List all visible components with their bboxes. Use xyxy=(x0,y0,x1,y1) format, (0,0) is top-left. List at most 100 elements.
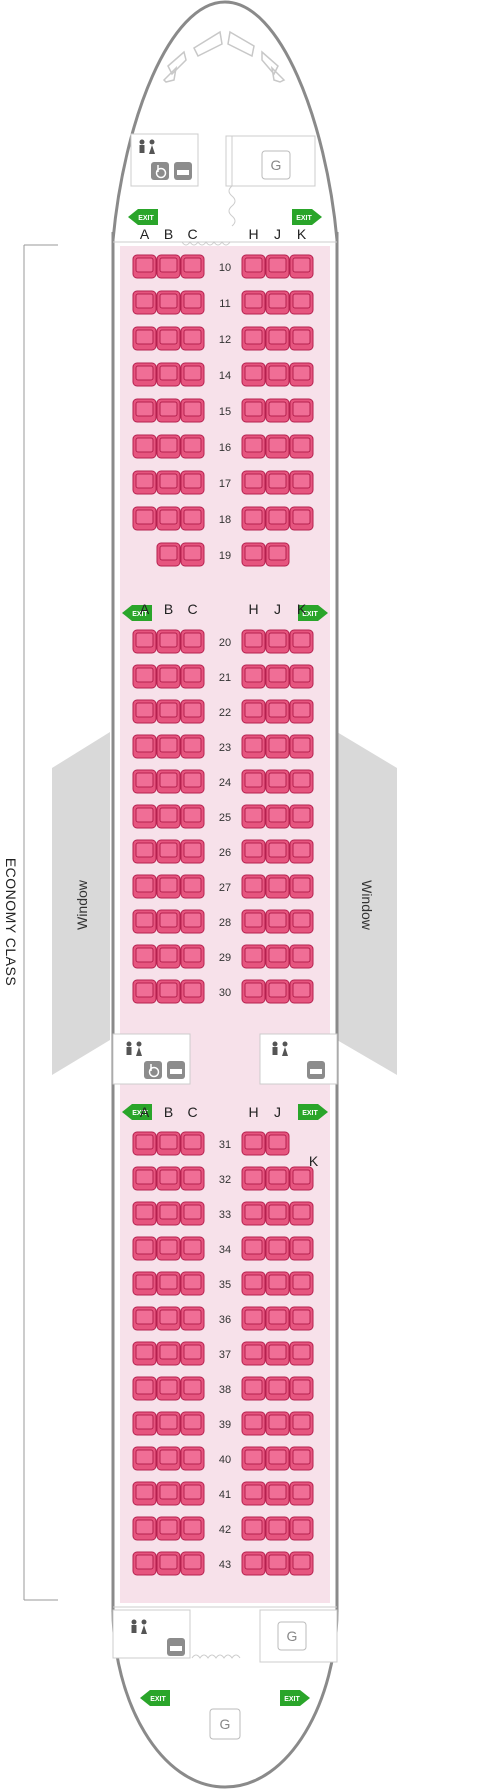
seat-33A[interactable] xyxy=(132,1201,157,1226)
seat-43K[interactable] xyxy=(289,1551,314,1576)
seat-40J[interactable] xyxy=(265,1446,290,1471)
seat-30C[interactable] xyxy=(180,979,205,1004)
seat-35J[interactable] xyxy=(265,1271,290,1296)
seat-10K[interactable] xyxy=(289,254,314,279)
seat-32A[interactable] xyxy=(132,1166,157,1191)
seat-23H[interactable] xyxy=(241,734,266,759)
seat-25C[interactable] xyxy=(180,804,205,829)
seat-14C[interactable] xyxy=(180,362,205,387)
seat-39C[interactable] xyxy=(180,1411,205,1436)
seat-29A[interactable] xyxy=(132,944,157,969)
seat-31H[interactable] xyxy=(241,1131,266,1156)
seat-38C[interactable] xyxy=(180,1376,205,1401)
seat-38A[interactable] xyxy=(132,1376,157,1401)
seat-33B[interactable] xyxy=(156,1201,181,1226)
seat-40K[interactable] xyxy=(289,1446,314,1471)
seat-42K[interactable] xyxy=(289,1516,314,1541)
seat-26J[interactable] xyxy=(265,839,290,864)
seat-25K[interactable] xyxy=(289,804,314,829)
seat-35C[interactable] xyxy=(180,1271,205,1296)
seat-12B[interactable] xyxy=(156,326,181,351)
seat-10C[interactable] xyxy=(180,254,205,279)
seat-37C[interactable] xyxy=(180,1341,205,1366)
seat-28B[interactable] xyxy=(156,909,181,934)
seat-28K[interactable] xyxy=(289,909,314,934)
seat-29K[interactable] xyxy=(289,944,314,969)
seat-36C[interactable] xyxy=(180,1306,205,1331)
seat-38J[interactable] xyxy=(265,1376,290,1401)
seat-17K[interactable] xyxy=(289,470,314,495)
seat-32C[interactable] xyxy=(180,1166,205,1191)
seat-23C[interactable] xyxy=(180,734,205,759)
seat-26A[interactable] xyxy=(132,839,157,864)
seat-43A[interactable] xyxy=(132,1551,157,1576)
seat-11H[interactable] xyxy=(241,290,266,315)
seat-11K[interactable] xyxy=(289,290,314,315)
seat-10A[interactable] xyxy=(132,254,157,279)
seat-36J[interactable] xyxy=(265,1306,290,1331)
seat-37K[interactable] xyxy=(289,1341,314,1366)
seat-34H[interactable] xyxy=(241,1236,266,1261)
seat-30J[interactable] xyxy=(265,979,290,1004)
seat-25H[interactable] xyxy=(241,804,266,829)
seat-19B[interactable] xyxy=(156,542,181,567)
seat-27K[interactable] xyxy=(289,874,314,899)
seat-34B[interactable] xyxy=(156,1236,181,1261)
seat-12A[interactable] xyxy=(132,326,157,351)
seat-15C[interactable] xyxy=(180,398,205,423)
seat-18H[interactable] xyxy=(241,506,266,531)
seat-26K[interactable] xyxy=(289,839,314,864)
seat-22A[interactable] xyxy=(132,699,157,724)
seat-17H[interactable] xyxy=(241,470,266,495)
seat-36B[interactable] xyxy=(156,1306,181,1331)
seat-20J[interactable] xyxy=(265,629,290,654)
seat-30B[interactable] xyxy=(156,979,181,1004)
seat-34A[interactable] xyxy=(132,1236,157,1261)
seat-10J[interactable] xyxy=(265,254,290,279)
seat-42A[interactable] xyxy=(132,1516,157,1541)
seat-35K[interactable] xyxy=(289,1271,314,1296)
seat-31B[interactable] xyxy=(156,1131,181,1156)
seat-16C[interactable] xyxy=(180,434,205,459)
seat-24C[interactable] xyxy=(180,769,205,794)
seat-25J[interactable] xyxy=(265,804,290,829)
seat-16K[interactable] xyxy=(289,434,314,459)
seat-18C[interactable] xyxy=(180,506,205,531)
seat-14B[interactable] xyxy=(156,362,181,387)
seat-18J[interactable] xyxy=(265,506,290,531)
seat-10B[interactable] xyxy=(156,254,181,279)
seat-26H[interactable] xyxy=(241,839,266,864)
seat-25A[interactable] xyxy=(132,804,157,829)
seat-22J[interactable] xyxy=(265,699,290,724)
seat-34K[interactable] xyxy=(289,1236,314,1261)
seat-39B[interactable] xyxy=(156,1411,181,1436)
seat-37H[interactable] xyxy=(241,1341,266,1366)
seat-30A[interactable] xyxy=(132,979,157,1004)
seat-41H[interactable] xyxy=(241,1481,266,1506)
seat-34C[interactable] xyxy=(180,1236,205,1261)
seat-33C[interactable] xyxy=(180,1201,205,1226)
seat-42J[interactable] xyxy=(265,1516,290,1541)
seat-16J[interactable] xyxy=(265,434,290,459)
seat-35H[interactable] xyxy=(241,1271,266,1296)
seat-14K[interactable] xyxy=(289,362,314,387)
seat-32B[interactable] xyxy=(156,1166,181,1191)
seat-41B[interactable] xyxy=(156,1481,181,1506)
seat-12H[interactable] xyxy=(241,326,266,351)
seat-29C[interactable] xyxy=(180,944,205,969)
seat-28C[interactable] xyxy=(180,909,205,934)
seat-31C[interactable] xyxy=(180,1131,205,1156)
seat-17C[interactable] xyxy=(180,470,205,495)
seat-23A[interactable] xyxy=(132,734,157,759)
seat-39J[interactable] xyxy=(265,1411,290,1436)
seat-35A[interactable] xyxy=(132,1271,157,1296)
seat-11A[interactable] xyxy=(132,290,157,315)
seat-32K[interactable] xyxy=(289,1166,314,1191)
seat-43B[interactable] xyxy=(156,1551,181,1576)
seat-19C[interactable] xyxy=(180,542,205,567)
seat-42B[interactable] xyxy=(156,1516,181,1541)
seat-15A[interactable] xyxy=(132,398,157,423)
seat-41K[interactable] xyxy=(289,1481,314,1506)
seat-28H[interactable] xyxy=(241,909,266,934)
seat-24K[interactable] xyxy=(289,769,314,794)
